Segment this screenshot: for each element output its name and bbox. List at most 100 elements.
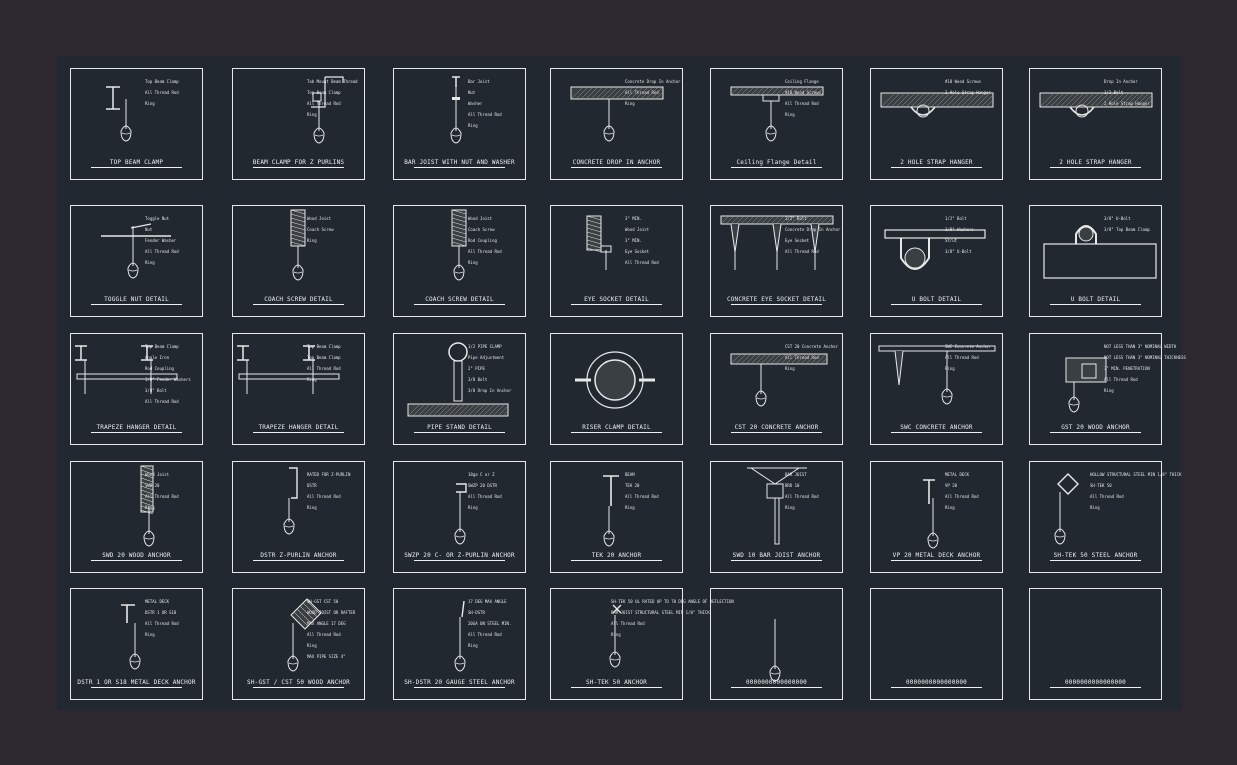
callout-label: 18ga C or Z	[468, 472, 495, 477]
callout-label: Ring	[468, 505, 478, 510]
callout-label: 2 Hole Strap Hanger	[1104, 101, 1150, 106]
title-underline	[1050, 167, 1141, 168]
title-underline	[891, 432, 982, 433]
callout-label: Concrete Drop In Anchor	[785, 227, 841, 232]
callout-label: 3" MIN.	[625, 216, 642, 221]
callout-label: CST 20 Concrete Anchor	[785, 344, 838, 349]
callout-label: All Thread Rod	[1104, 377, 1138, 382]
title-underline	[571, 432, 662, 433]
detail-drawing	[730, 86, 824, 142]
detail-drawing	[923, 479, 939, 549]
callout-label: Concrete Drop In Anchor	[625, 79, 681, 84]
detail-drawing	[586, 215, 612, 270]
title-underline	[731, 167, 822, 168]
callout-label: Toggle Nut	[145, 216, 170, 221]
title-underline	[571, 560, 662, 561]
detail-drawing	[1039, 92, 1153, 118]
callout-label: All Thread Rod	[785, 249, 819, 254]
detail-drawing	[106, 86, 132, 142]
callout-label: Wood Joist	[468, 216, 493, 221]
detail-title: SH-DSTR 20 GAUGE STEEL ANCHOR	[404, 679, 515, 686]
callout-label: All Thread Rod	[145, 249, 179, 254]
callout-label: Eye Socket	[625, 249, 650, 254]
detail-drawing	[880, 92, 994, 118]
callout-label: 3/8" U-Bolt	[1104, 216, 1131, 221]
callout-label: Tab Mount Beam Thread	[307, 79, 358, 84]
callout-label: 3/8" Bolt	[145, 388, 167, 393]
callout-label: Fender Washer	[145, 238, 177, 243]
callout-label: Ring	[307, 643, 317, 648]
title-underline	[731, 560, 822, 561]
callout-label: Ring	[625, 505, 635, 510]
callout-label: Ring	[307, 112, 317, 117]
callout-label: All Thread Rod	[625, 90, 659, 95]
detail-panel: SH-TEK 50 UL RATED UP TO 70 DEG ANGLE OF…	[550, 588, 734, 700]
callout-label: Ring	[785, 112, 795, 117]
callout-label: 3/8 Drop In Anchor	[468, 388, 512, 393]
callout-label: All Thread Rod	[468, 632, 502, 637]
detail-title: 2 HOLE STRAP HANGER	[900, 159, 973, 166]
callout-label: All Thread Rod	[468, 249, 502, 254]
detail-drawing	[140, 465, 155, 547]
detail-drawing	[720, 215, 834, 270]
detail-drawing	[290, 209, 306, 281]
detail-drawing	[884, 229, 986, 270]
callout-label: 2" PIPE	[468, 366, 485, 371]
title-underline	[891, 167, 982, 168]
callout-label: All Thread Rod	[307, 366, 341, 371]
title-underline	[891, 304, 982, 305]
callout-label: 17 DEG MAX ANGLE	[468, 599, 507, 604]
callout-label: NOT LESS THAN 3" NOMINAL THICKNESS	[1104, 355, 1186, 360]
detail-title: TRAPEZE HANGER DETAIL	[96, 424, 177, 431]
detail-title: PIPE STAND DETAIL	[427, 424, 492, 431]
detail-title: SWD 20 WOOD ANCHOR	[102, 552, 171, 559]
callout-label: All Thread Rod	[307, 632, 341, 637]
callout-label: 3" MIN.	[625, 238, 642, 243]
callout-label: 1/2" Bolt	[945, 216, 967, 221]
callout-label: Ring	[145, 505, 155, 510]
callout-label: Ring	[1104, 388, 1114, 393]
callout-label: Top Beam Clamp	[145, 79, 179, 84]
detail-drawing	[407, 342, 509, 417]
detail-title: 0000000000000000	[906, 679, 967, 686]
callout-label: Top Beam Clamp	[307, 344, 341, 349]
detail-title: EYE SOCKET DETAIL	[584, 296, 649, 303]
title-underline	[91, 560, 182, 561]
callout-label: All Thread Rod	[145, 90, 179, 95]
callout-label: All Thread Rod	[625, 260, 659, 265]
detail-title: CST 20 CONCRETE ANCHOR	[734, 424, 819, 431]
callout-label: 3/8" Washers	[945, 227, 974, 232]
detail-drawing	[730, 353, 828, 407]
title-underline	[253, 167, 344, 168]
detail-drawing	[237, 345, 340, 394]
callout-label: All Thread Rod	[468, 494, 502, 499]
callout-label: Ring	[1090, 505, 1100, 510]
callout-label: BAR JOIST	[785, 472, 807, 477]
detail-drawing	[747, 467, 807, 545]
detail-title: DSTR 1 OR S18 METAL DECK ANCHOR	[77, 679, 196, 686]
callout-label: 1/2" Bolt	[785, 216, 807, 221]
title-underline	[414, 432, 505, 433]
detail-panel: RISER CLAMP DETAIL	[550, 333, 683, 445]
callout-label: Pipe Adjustment	[468, 355, 505, 360]
callout-label: Top Beam Clamp	[145, 344, 179, 349]
callout-label: SH-TEK 50	[1090, 483, 1112, 488]
title-underline	[731, 304, 822, 305]
detail-drawing	[450, 76, 462, 144]
callout-label: SWC Concrete Anchor	[945, 344, 991, 349]
callout-label: DSTR	[307, 483, 317, 488]
callout-label: Ring	[468, 643, 478, 648]
callout-label: BRD 10	[785, 483, 800, 488]
